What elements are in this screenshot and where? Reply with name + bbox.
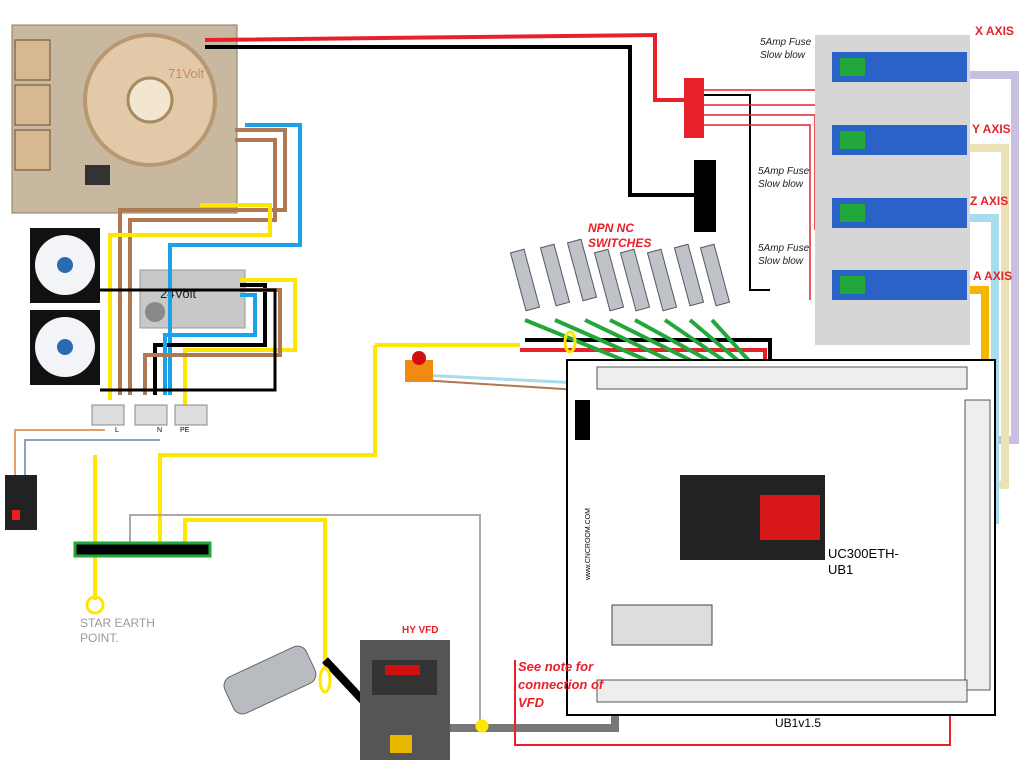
axis-labels: X AXIS Y AXIS Z AXIS A AXIS xyxy=(970,24,1014,283)
a-axis-label: A AXIS xyxy=(973,269,1012,283)
terminal-l: L xyxy=(115,427,119,434)
terminal-pe: PE xyxy=(180,427,190,434)
switches-label-1: NPN NC xyxy=(588,221,634,235)
z-axis-label: Z AXIS xyxy=(970,194,1008,208)
fuse-labels: 5Amp Fuse Slow blow 5Amp Fuse Slow blow … xyxy=(758,37,812,267)
cooling-fans xyxy=(30,228,100,385)
terminal-n: N xyxy=(157,427,162,434)
mains-rocker-switch xyxy=(5,475,37,530)
red-distribution-block xyxy=(684,78,704,138)
board-site: www.CNCROOM.COM xyxy=(585,508,592,581)
uc300eth-ub1-board: UC300ETH- UB1 UB1v1.5 www.CNCROOM.COM xyxy=(566,359,996,730)
power-supply-24v: 24Volt xyxy=(139,269,246,329)
earth-bus-bar xyxy=(73,541,212,558)
vfd-note: See note for connection of VFD xyxy=(518,659,605,710)
fuse-2-line2: Slow blow xyxy=(758,179,804,190)
fuse-2-line1: 5Amp Fuse xyxy=(758,166,810,177)
switches-label-2: SWITCHES xyxy=(588,236,651,250)
fuse-1-line1: 5Amp Fuse xyxy=(760,37,812,48)
psu-label: 24Volt xyxy=(160,286,197,301)
transformer-label: 71Volt xyxy=(168,66,205,81)
earth-markers xyxy=(318,330,577,733)
vfd-note-2: connection of xyxy=(518,677,605,692)
fuse-3-line2: Slow blow xyxy=(758,256,804,267)
black-distribution-block xyxy=(694,160,716,232)
star-earth-point-icon xyxy=(85,595,105,615)
y-axis-label: Y AXIS xyxy=(972,122,1011,136)
mains-terminals: L N PE xyxy=(91,404,208,434)
earth-label-2: POINT. xyxy=(80,631,119,645)
fuse-1-line2: Slow blow xyxy=(760,50,806,61)
fuse-3-line1: 5Amp Fuse xyxy=(758,243,810,254)
stepper-drivers xyxy=(815,35,970,345)
board-version: UB1v1.5 xyxy=(775,716,821,730)
vfd-note-3: VFD xyxy=(518,695,545,710)
hy-vfd xyxy=(360,640,450,760)
vfd-label: HY VFD xyxy=(402,625,439,636)
spindle-motor xyxy=(223,645,317,715)
emergency-stop-button xyxy=(405,351,433,382)
earth-label-1: STAR EARTH xyxy=(80,616,155,630)
toroidal-transformer: 71Volt xyxy=(11,24,238,214)
board-model-line2: UB1 xyxy=(828,562,853,577)
vfd-note-1: See note for xyxy=(518,659,594,674)
board-model-line1: UC300ETH- xyxy=(828,546,899,561)
x-axis-label: X AXIS xyxy=(975,24,1014,38)
